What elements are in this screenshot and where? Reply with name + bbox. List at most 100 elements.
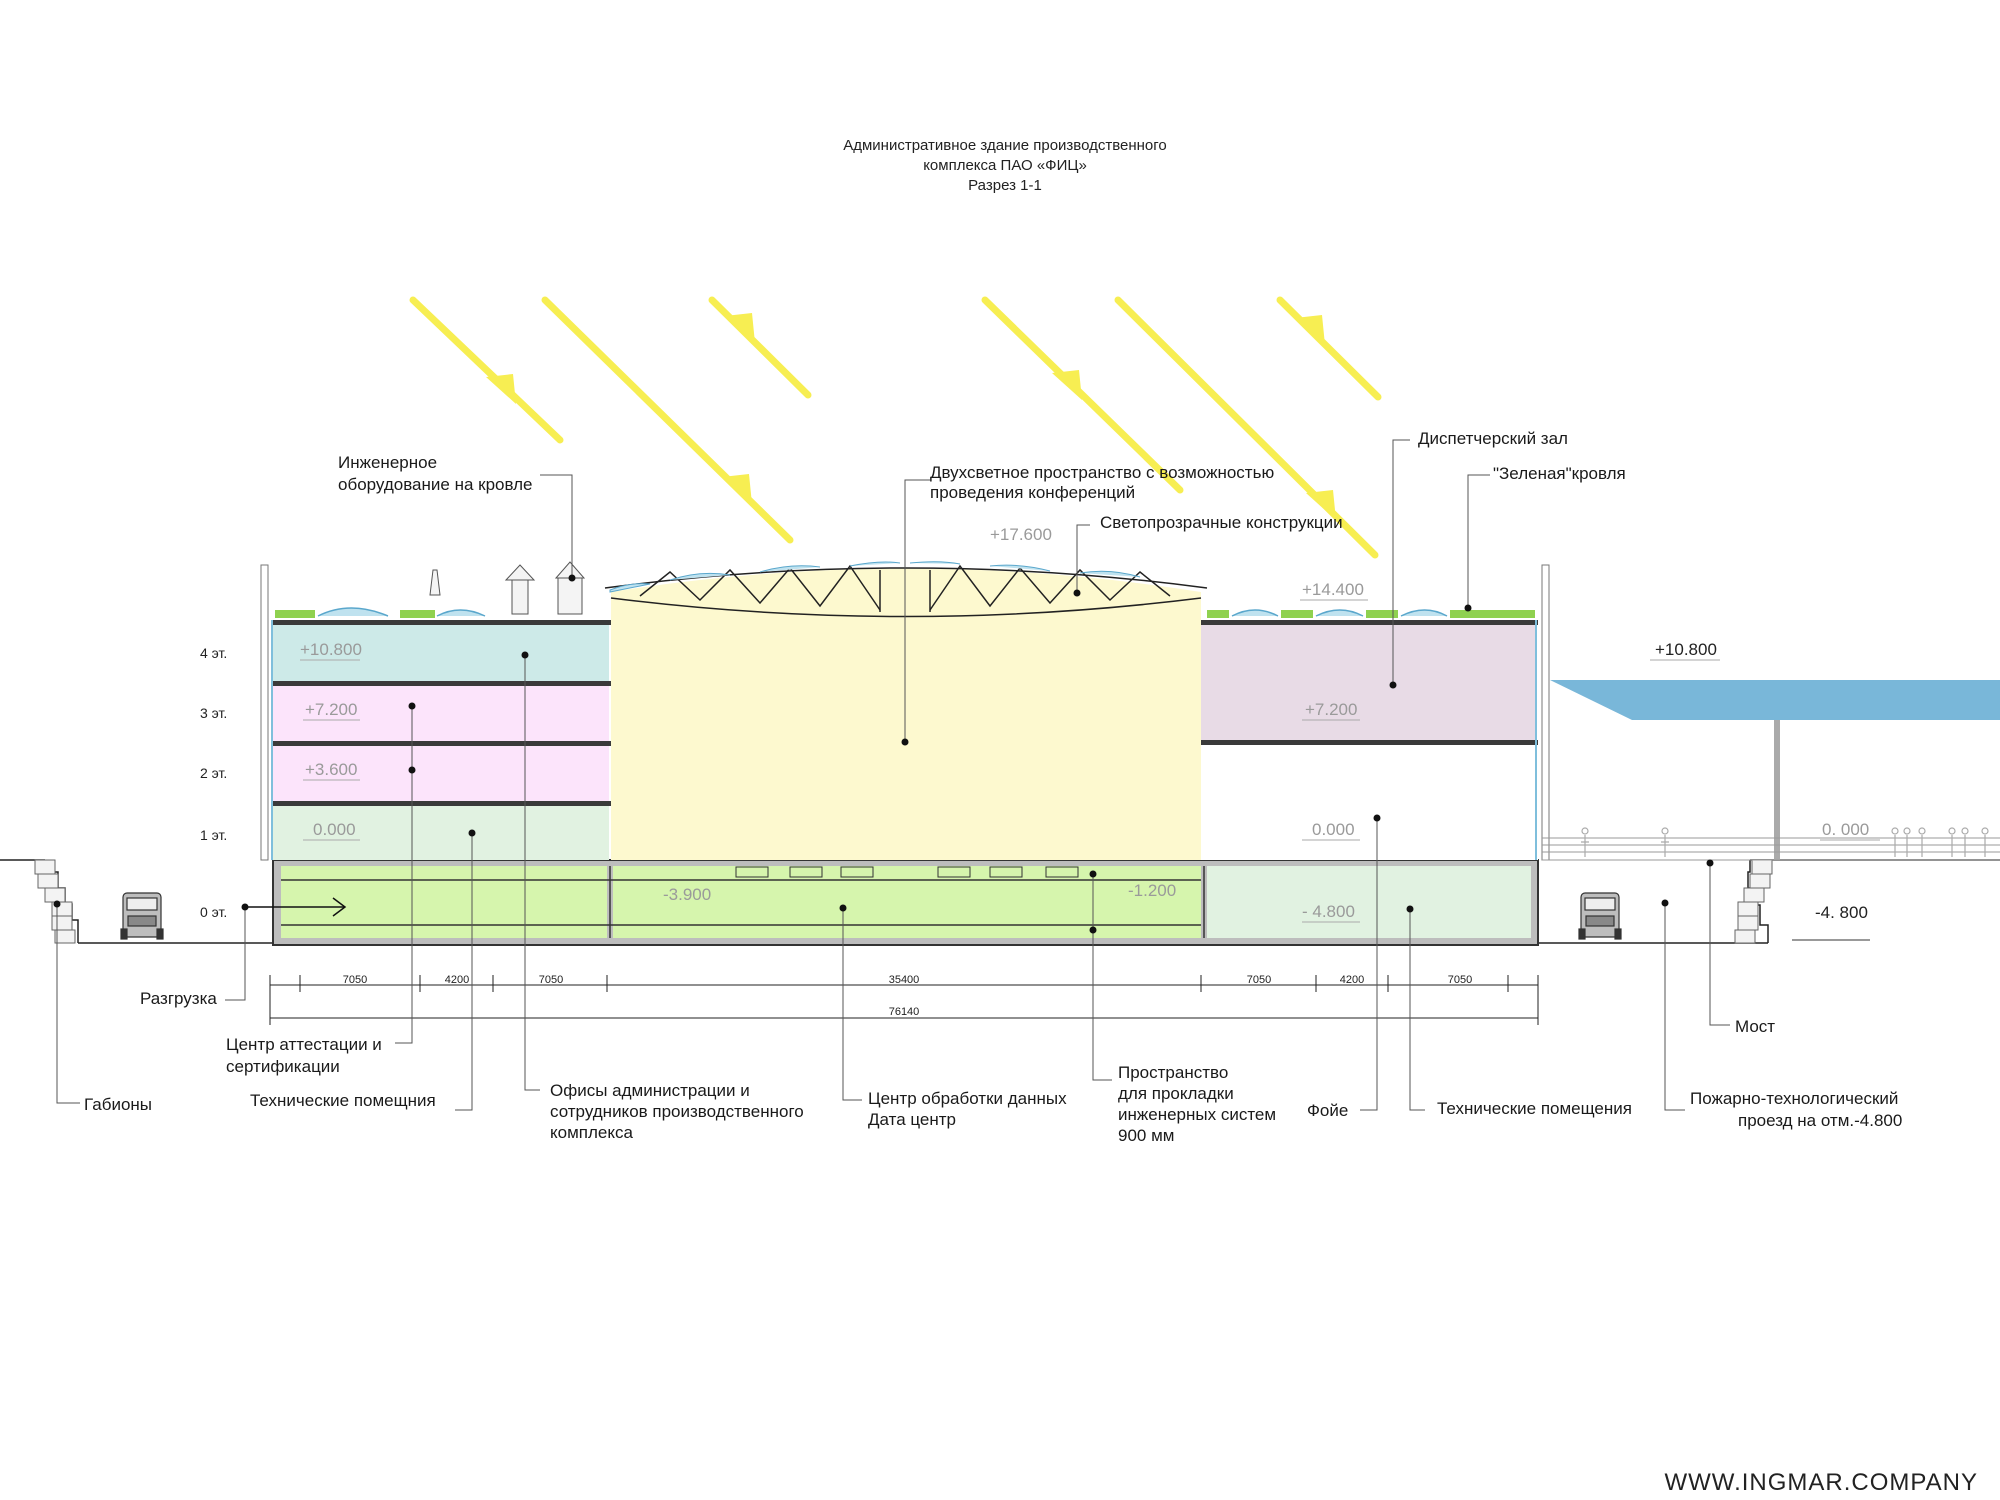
label-double-height-2: проведения конференций	[930, 483, 1135, 502]
datacenter-vents	[735, 866, 1079, 878]
label-bridge: Мост	[1735, 1017, 1775, 1036]
label-space-1: Пространство	[1118, 1063, 1228, 1082]
leader-dots	[53, 574, 1714, 934]
title-line-2: комплекса ПАО «ФИЦ»	[923, 157, 1087, 174]
label-gabions: Габионы	[84, 1095, 152, 1114]
sun-ray-3	[708, 296, 812, 399]
title-line-3: Разрез 1-1	[968, 177, 1042, 194]
floor-label-1: 1 эт.	[200, 827, 227, 843]
bridge-railing	[1542, 837, 2000, 861]
left-wing-slabs	[271, 620, 611, 806]
label-datacenter-2: Дата центр	[868, 1110, 956, 1129]
level-7200-left: +7.200	[305, 700, 357, 719]
title-line-1: Административное здание производственног…	[843, 137, 1167, 154]
label-offices-3: комплекса	[550, 1123, 633, 1142]
left-green-roof	[275, 607, 486, 618]
label-double-height-1: Двухсветное пространство с возможностью	[930, 463, 1274, 482]
truck-right	[1578, 892, 1622, 940]
basement-inner-lines	[281, 866, 1205, 938]
sun-arrowhead-1	[486, 374, 516, 404]
central-hall	[611, 568, 1201, 860]
floor-label-4: 4 эт.	[200, 645, 227, 661]
truck-left	[120, 892, 164, 940]
dispatch-hall	[1201, 625, 1536, 740]
sun-ray-4	[981, 296, 1184, 494]
label-unloading: Разгрузка	[140, 989, 217, 1008]
basement-zone-left	[281, 866, 607, 938]
label-space-2: для прокладки	[1118, 1084, 1234, 1103]
level-14400: +14.400	[1302, 580, 1364, 599]
dim-6: 4200	[1340, 974, 1364, 986]
label-space-3: инженерных систем	[1118, 1105, 1276, 1124]
level-marks: +10.800 +7.200 +3.600 0.000 -3.900 -1.20…	[300, 525, 1869, 922]
dim-3: 7050	[539, 974, 563, 986]
floor-label-2: 2 эт.	[200, 765, 227, 781]
label-translucent: Светопрозрачные конструкции	[1100, 513, 1343, 532]
basement-zone-right	[1207, 866, 1531, 938]
label-certification-2: сертификации	[226, 1057, 340, 1076]
label-space-4: 900 мм	[1118, 1126, 1174, 1145]
level-10800-left: +10.800	[300, 640, 362, 659]
level-mark-lines	[300, 599, 1880, 941]
dim-7: 7050	[1448, 974, 1472, 986]
sun-arrowhead-5	[1306, 490, 1336, 520]
level-0000-right: 0.000	[1312, 820, 1355, 839]
dimension-labels: 7050 4200 7050 35400 7050 4200 7050 7614…	[343, 974, 1472, 1018]
leader-lines	[56, 439, 1730, 1111]
level-17600: +17.600	[990, 525, 1052, 544]
canopy	[1550, 680, 2000, 720]
label-dispatch: Диспетчерский зал	[1418, 429, 1568, 448]
label-tech-rooms-right: Технические помещения	[1437, 1099, 1632, 1118]
floor-label-3: 3 эт.	[200, 705, 227, 721]
dim-4: 35400	[889, 974, 920, 986]
unloading-arrow-icon	[243, 897, 347, 917]
label-offices-1: Офисы администрации и	[550, 1081, 750, 1100]
dim-total: 76140	[889, 1006, 920, 1018]
label-green-roof: "Зеленая"кровля	[1493, 464, 1626, 483]
label-certification-1: Центр аттестации и	[226, 1035, 382, 1054]
level-1200: -1.200	[1128, 881, 1176, 900]
people-figures	[1581, 827, 1989, 857]
left-parapet-screen	[260, 564, 269, 861]
left-floor-1	[271, 806, 609, 860]
right-green-roof	[1207, 609, 1535, 618]
dim-5: 7050	[1247, 974, 1271, 986]
translucent-structures	[609, 561, 1141, 593]
level-7200-right: +7.200	[1305, 700, 1357, 719]
sun-arrowhead-6	[1295, 315, 1325, 345]
level-10800-canopy: +10.800	[1655, 640, 1717, 659]
dim-2: 4200	[445, 974, 469, 986]
level-0000-left: 0.000	[313, 820, 356, 839]
label-offices-2: сотрудников производственного	[550, 1102, 804, 1121]
label-engineering-roof-2: оборудование на кровле	[338, 475, 533, 494]
sun-ray-arrowheads	[486, 313, 1336, 520]
level-0000-exterior: 0. 000	[1822, 820, 1869, 839]
level-4800-exterior: -4. 800	[1815, 903, 1868, 922]
left-floor-3	[271, 686, 609, 741]
sun-ray-1	[409, 296, 564, 444]
basement-zone-datacenter	[613, 866, 1201, 938]
level-4800-inner: - 4.800	[1302, 902, 1355, 921]
left-floor-4	[271, 625, 609, 681]
sun-arrowhead-4	[1052, 370, 1082, 400]
level-3600-left: +3.600	[305, 760, 357, 779]
sun-arrowhead-2	[722, 474, 752, 504]
sun-ray-6	[1276, 296, 1382, 401]
label-fire-passage-1: Пожарно-технологический	[1690, 1089, 1898, 1108]
label-datacenter-1: Центр обработки данных	[868, 1089, 1067, 1108]
roof-equipment	[429, 561, 586, 615]
canopy-column	[1774, 720, 1780, 860]
label-engineering-roof-1: Инженерное	[338, 453, 437, 472]
label-foyer: Фойе	[1307, 1101, 1348, 1120]
dim-1: 7050	[343, 974, 367, 986]
gabions-right	[1734, 859, 1773, 944]
left-floor-2	[271, 746, 609, 801]
sun-arrowhead-3	[725, 313, 755, 343]
right-parapet-screen	[1541, 564, 1550, 861]
label-fire-passage-2: проезд на отм.-4.800	[1738, 1111, 1902, 1130]
floor-label-0: 0 эт.	[200, 904, 227, 920]
annotations: Инженерное оборудование на кровле Двухсв…	[84, 429, 1902, 1145]
watermark: WWW.INGMAR.COMPANY	[1664, 1469, 1978, 1496]
level-3900: -3.900	[663, 885, 711, 904]
